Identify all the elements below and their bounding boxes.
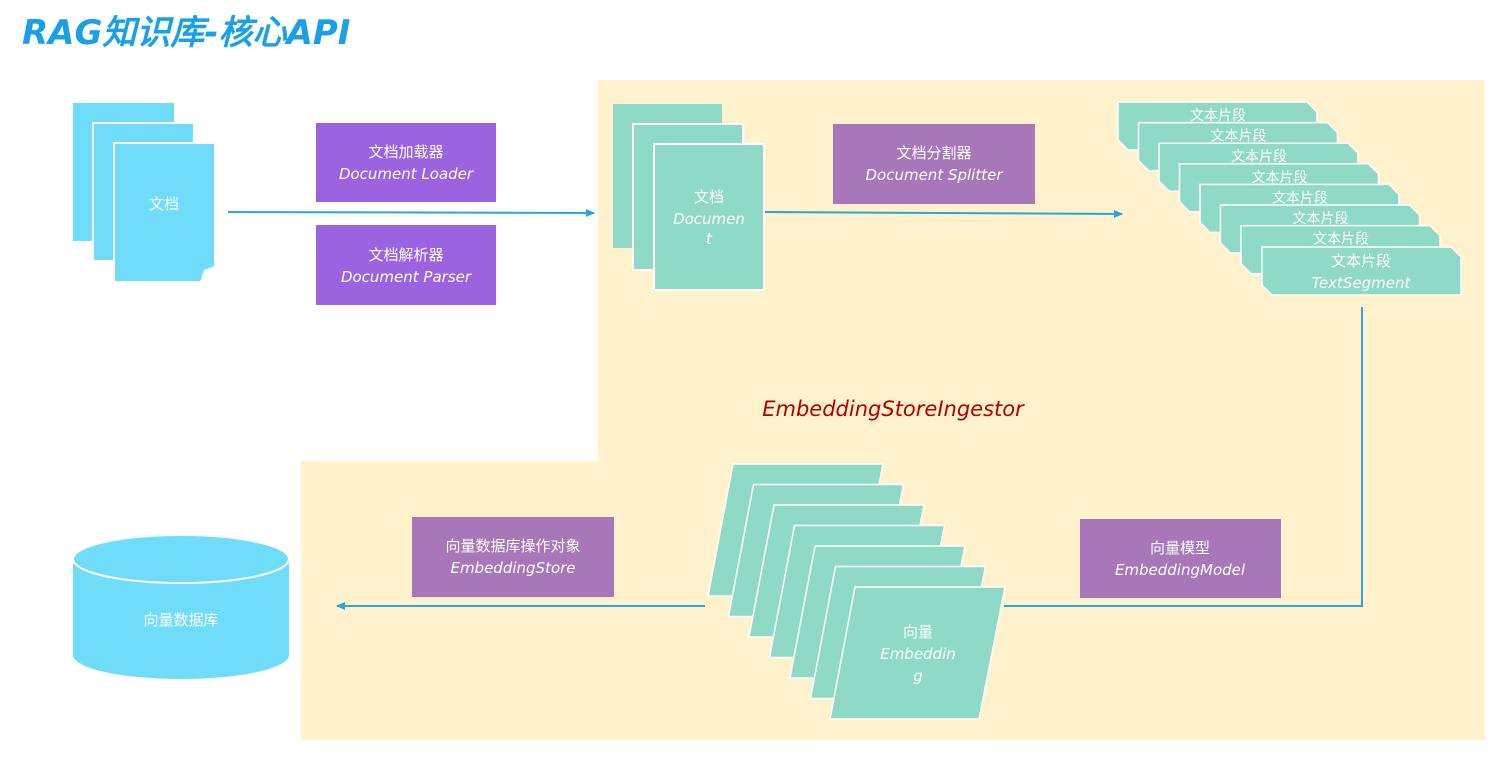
text-segment-front: 文本片段 TextSegment: [1261, 246, 1462, 296]
loader-cn-label: 文档加载器: [368, 143, 443, 161]
document-splitter-box: 文档分割器 Document Splitter: [833, 124, 1035, 204]
text-segment-layer-label: 文本片段: [1190, 108, 1246, 124]
document-page: [653, 143, 765, 291]
document-cn-label: 文档: [694, 188, 724, 206]
database-label: 向量数据库: [143, 611, 218, 629]
embedding-en-label: Embeddin: [880, 645, 956, 663]
document-loader-box: 文档加载器 Document Loader: [316, 123, 496, 202]
splitter-cn-label: 文档分割器: [896, 144, 971, 162]
loader-en-label: Document Loader: [339, 165, 474, 183]
ingestor-label: EmbeddingStoreIngestor: [762, 397, 1025, 421]
embedding-model-cn-label: 向量模型: [1150, 539, 1210, 557]
embedding-cn-label: 向量: [903, 623, 933, 641]
text-segment-en-label: TextSegment: [1312, 274, 1412, 292]
embedding-store-box: 向量数据库操作对象 EmbeddingStore: [412, 517, 614, 597]
database-top: [72, 534, 290, 584]
arrow-load-to-document: [227, 208, 595, 217]
arrow-split-to-segments: [764, 209, 1123, 218]
parser-en-label: Document Parser: [341, 268, 472, 286]
text-segment-layer-label: 文本片段: [1252, 170, 1308, 186]
document-stack: 文档 Documen t: [613, 104, 765, 291]
parser-cn-label: 文档解析器: [368, 246, 443, 264]
splitter-en-label: Document Splitter: [865, 166, 1003, 184]
text-segment-layer-label: 文本片段: [1313, 232, 1369, 248]
source-document-label: 文档: [149, 195, 179, 213]
text-segment-layer-label: 文本片段: [1211, 129, 1267, 145]
document-en-label-cont: t: [706, 230, 713, 248]
source-document-stack: 文档: [73, 103, 216, 283]
embedding-en-label-cont: g: [913, 667, 923, 685]
text-segment-layer-label: 文本片段: [1231, 149, 1287, 165]
vector-database-cylinder: 向量数据库: [72, 534, 290, 679]
page-fold-icon: [200, 266, 215, 282]
text-segment-layer-label: 文本片段: [1293, 211, 1349, 227]
embedding-model-en-label: EmbeddingModel: [1115, 561, 1246, 579]
embedding-store-cn-label: 向量数据库操作对象: [445, 537, 580, 555]
text-segment-layer-label: 文本片段: [1272, 190, 1328, 206]
embedding-front: 向量 Embeddin g: [829, 586, 1006, 720]
arrow-segments-to-embedding: [1004, 307, 1363, 607]
text-segment-cn-label: 文本片段: [1331, 252, 1391, 270]
embedding-model-box: 向量模型 EmbeddingModel: [1080, 519, 1281, 598]
embedding-store-en-label: EmbeddingStore: [450, 559, 575, 577]
document-en-label: Documen: [673, 210, 745, 228]
document-parser-box: 文档解析器 Document Parser: [316, 225, 496, 305]
page-title: RAG知识库-核心API: [22, 13, 350, 53]
